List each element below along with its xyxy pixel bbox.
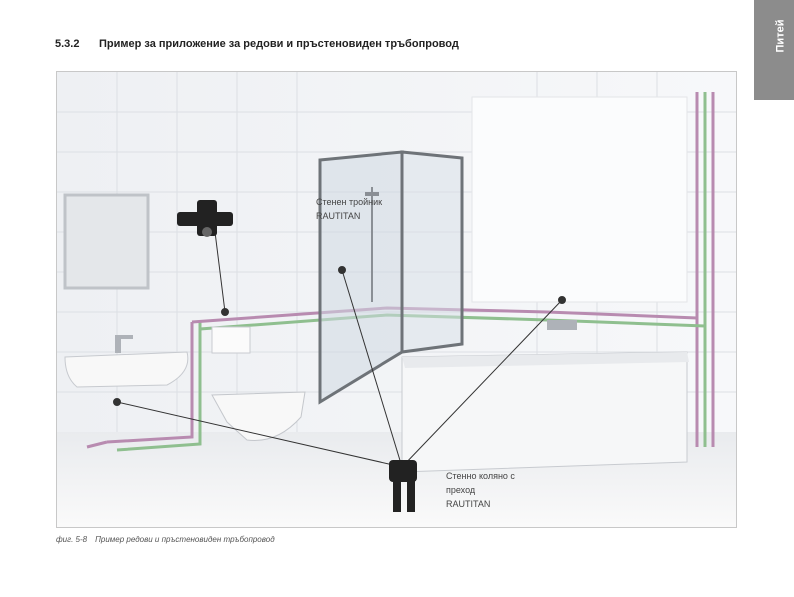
bathtub [401,351,688,473]
leader-lines [113,231,566,468]
wall-elbow-label: Стенно коляно с преход RAUTITAN [446,469,515,511]
chapter-side-tab[interactable]: Питей [754,0,794,100]
section-heading: 5.3.2 Пример за приложение за редови и пр… [55,38,459,50]
wall-elbow-label-line2: преход [446,485,476,495]
wall-tee-label: Стенен тройник RAUTITAN [316,195,382,223]
figure-caption: фиг. 5-8 Пример редови и пръстеновиден тр… [56,535,275,544]
bathroom-drawing [57,72,736,527]
bathroom-illustration: Стенен тройник RAUTITAN Стенно коляно с … [56,71,737,528]
section-number: 5.3.2 [55,38,80,50]
mirror [63,193,150,290]
figure-caption-text: Пример редови и пръстеновиден тръбопрово… [95,535,275,544]
faucet [115,335,121,353]
flush-plate [211,326,251,354]
wall-tee-fitting [177,200,233,237]
sink [64,351,189,388]
wall-elbow-label-line1: Стенно коляно с [446,471,515,481]
toilet [211,391,306,442]
bath-mixer [547,320,577,330]
pipework [86,92,715,452]
section-title: Пример за приложение за редови и пръстен… [99,38,459,50]
figure-number: фиг. 5-8 [56,535,88,544]
wall-elbow-label-line3: RAUTITAN [446,499,491,509]
wall-elbow-fitting [389,460,417,512]
window [471,96,688,303]
chapter-tab-label: Питей [774,19,787,53]
wall-tee-label-line1: Стенен тройник [316,197,383,207]
shower-cabin [318,150,464,405]
wall-tee-label-line2: RAUTITAN [316,211,361,221]
